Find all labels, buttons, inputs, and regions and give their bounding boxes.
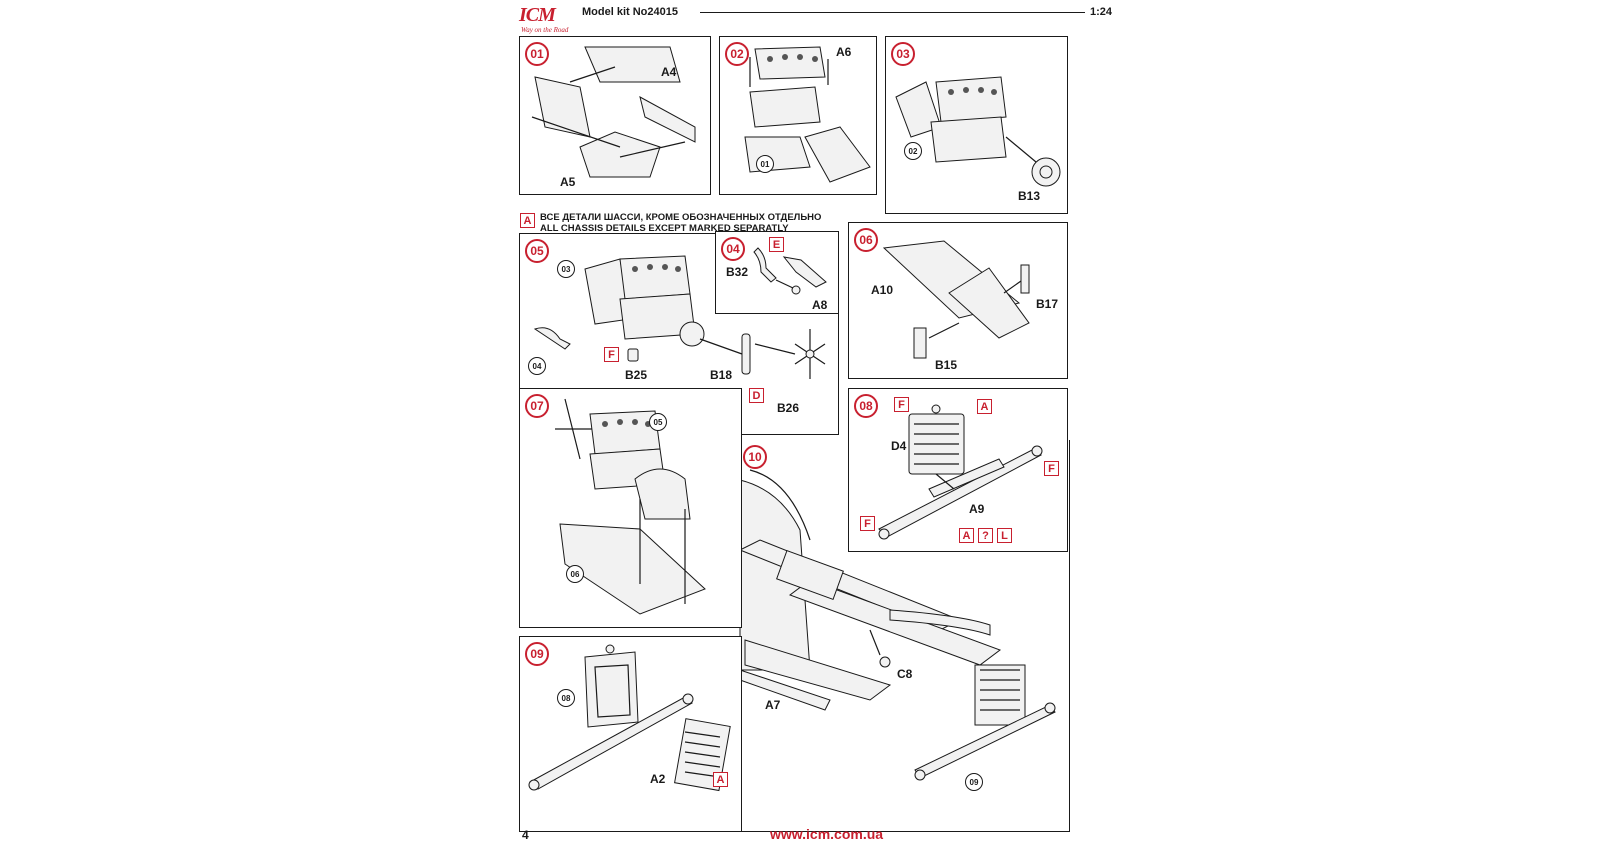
part-label-a9: A9 bbox=[969, 502, 985, 516]
part-label-b15: B15 bbox=[935, 358, 958, 372]
part-label-a4: A4 bbox=[661, 65, 677, 79]
step-06-badge: 06 bbox=[854, 228, 878, 252]
scale-label: 1:24 bbox=[1090, 6, 1113, 18]
part-label-a8: A8 bbox=[812, 298, 828, 312]
sprue-a-box-top: A bbox=[977, 399, 992, 414]
step-02-panel: 02 A6 01 bbox=[719, 36, 877, 195]
step-ref-03: 03 bbox=[557, 260, 575, 278]
part-label-a5: A5 bbox=[560, 175, 576, 189]
step-ref-05: 05 bbox=[649, 413, 667, 431]
step-02-drawing bbox=[744, 46, 871, 183]
part-label-d4: D4 bbox=[891, 439, 907, 453]
sprue-a-box: A bbox=[713, 772, 728, 787]
sprue-f-box-left: F bbox=[860, 516, 875, 531]
part-label-b32: B32 bbox=[726, 265, 749, 279]
step-ref-02: 02 bbox=[904, 142, 922, 160]
sprue-f-box-right: F bbox=[1044, 461, 1059, 476]
step-09-drawing bbox=[528, 644, 731, 792]
part-label-a7: A7 bbox=[765, 698, 781, 712]
part-label-a10: A10 bbox=[871, 283, 894, 297]
step-05-badge: 05 bbox=[525, 239, 549, 263]
step-01-panel: 01 A4 A5 bbox=[519, 36, 711, 195]
step-08-drawing bbox=[878, 404, 1043, 540]
sprue-a-box-bottom: A bbox=[959, 528, 974, 543]
page-number: 4 bbox=[522, 828, 529, 842]
step-07-panel: 07 05 06 bbox=[519, 388, 742, 628]
sprue-a-note-box: A bbox=[520, 213, 535, 228]
part-label-a6: A6 bbox=[836, 45, 852, 59]
step-06-panel: 06 A10 B17 B15 bbox=[848, 222, 1068, 379]
step-03-panel: 03 02 B13 bbox=[885, 36, 1068, 214]
step-06-drawing bbox=[882, 240, 1030, 359]
step-04-drawing bbox=[753, 247, 827, 295]
step-03-drawing bbox=[895, 76, 1061, 187]
step-03-badge: 03 bbox=[891, 42, 915, 66]
step-07-drawing bbox=[555, 398, 706, 615]
step-08-panel: 08 F A D4 F A9 F A ? L bbox=[848, 388, 1068, 552]
step-04-badge: 04 bbox=[721, 237, 745, 261]
step-ref-01: 01 bbox=[756, 155, 774, 173]
sprue-l-box: L bbox=[997, 528, 1012, 543]
header-rule bbox=[700, 12, 1085, 13]
chassis-note: ВСЕ ДЕТАЛИ ШАССИ, КРОМЕ ОБОЗНАЧЕННЫХ ОТД… bbox=[540, 212, 821, 234]
step-01-drawing bbox=[531, 46, 696, 178]
sprue-e-box: E bbox=[769, 237, 784, 252]
step-01-badge: 01 bbox=[525, 42, 549, 66]
part-label-b26: B26 bbox=[777, 401, 800, 415]
icm-logo: ICM Way on the Road bbox=[515, 4, 579, 38]
website-link[interactable]: www.icm.com.ua bbox=[770, 826, 884, 842]
sprue-d-box: D bbox=[749, 388, 764, 403]
step-05-drawing bbox=[533, 255, 826, 379]
chassis-drawing bbox=[738, 469, 1056, 781]
step-10-badge: 10 bbox=[743, 445, 767, 469]
step-02-badge: 02 bbox=[725, 42, 749, 66]
step-ref-08: 08 bbox=[557, 689, 575, 707]
kit-number: Model kit No24015 bbox=[582, 6, 678, 18]
logo-text: ICM bbox=[519, 4, 556, 26]
step-ref-06: 06 bbox=[566, 565, 584, 583]
part-label-b13: B13 bbox=[1018, 189, 1041, 203]
step-09-badge: 09 bbox=[525, 642, 549, 666]
step-07-badge: 07 bbox=[525, 394, 549, 418]
step-04-panel: 04 E B32 A8 bbox=[715, 231, 839, 314]
logo-subtitle: Way on the Road bbox=[521, 26, 569, 34]
sprue-question-box: ? bbox=[978, 528, 993, 543]
sprue-f-box-top: F bbox=[894, 397, 909, 412]
step-ref-09: 09 bbox=[965, 773, 983, 791]
step-08-badge: 08 bbox=[854, 394, 878, 418]
part-label-b18: B18 bbox=[710, 368, 733, 382]
sprue-f-box: F bbox=[604, 347, 619, 362]
note-english: ALL CHASSIS DETAILS EXCEPT MARKED SEPARA… bbox=[540, 223, 789, 234]
part-label-b17: B17 bbox=[1036, 297, 1059, 311]
part-label-a2: A2 bbox=[650, 772, 666, 786]
part-label-b25: B25 bbox=[625, 368, 648, 382]
part-label-c8: C8 bbox=[897, 667, 913, 681]
note-russian: ВСЕ ДЕТАЛИ ШАССИ, КРОМЕ ОБОЗНАЧЕННЫХ ОТД… bbox=[540, 212, 822, 223]
step-ref-04: 04 bbox=[528, 357, 546, 375]
step-09-panel: 09 08 A2 A bbox=[519, 636, 742, 832]
